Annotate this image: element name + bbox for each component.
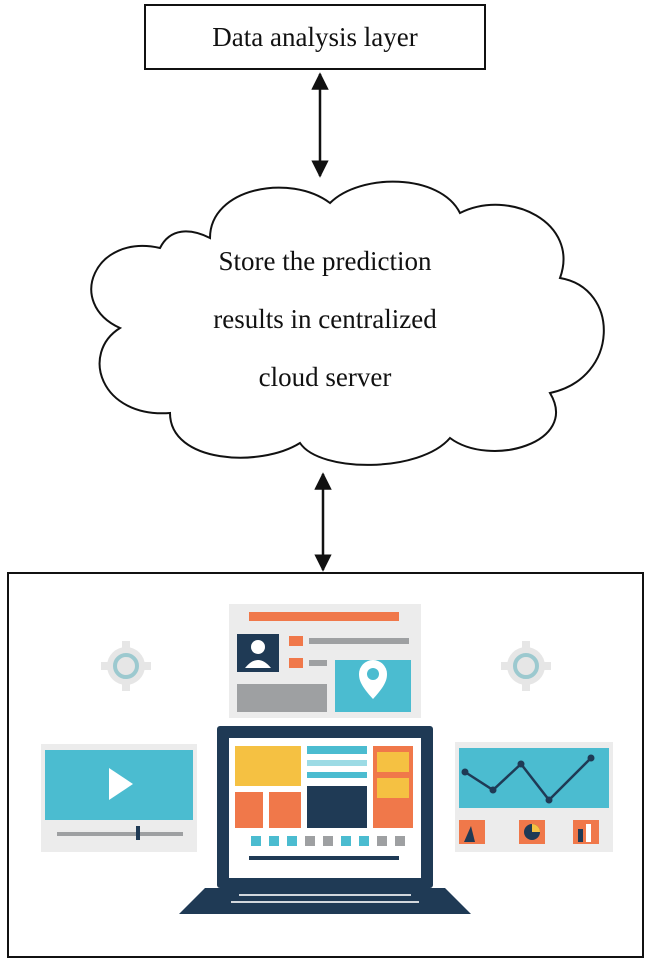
gear-icon <box>101 641 151 691</box>
video-player-icon <box>41 744 197 852</box>
cloud-line-1: Store the prediction <box>218 246 432 276</box>
data-analysis-layer-box: Data analysis layer <box>144 4 486 70</box>
device-illustration <box>41 604 613 914</box>
cloud-text: Store the prediction results in centrali… <box>160 232 490 406</box>
line-chart-icon <box>455 742 613 852</box>
cloud-line-3: cloud server <box>258 362 392 392</box>
laptop-icon <box>179 726 471 914</box>
location-pin-icon <box>335 660 411 712</box>
cloud-shape <box>90 180 605 466</box>
client-device-box <box>7 572 644 958</box>
data-analysis-layer-label: Data analysis layer <box>212 21 418 52</box>
gear-icon <box>501 641 551 691</box>
cloud-line-2: results in centralized <box>213 304 437 334</box>
